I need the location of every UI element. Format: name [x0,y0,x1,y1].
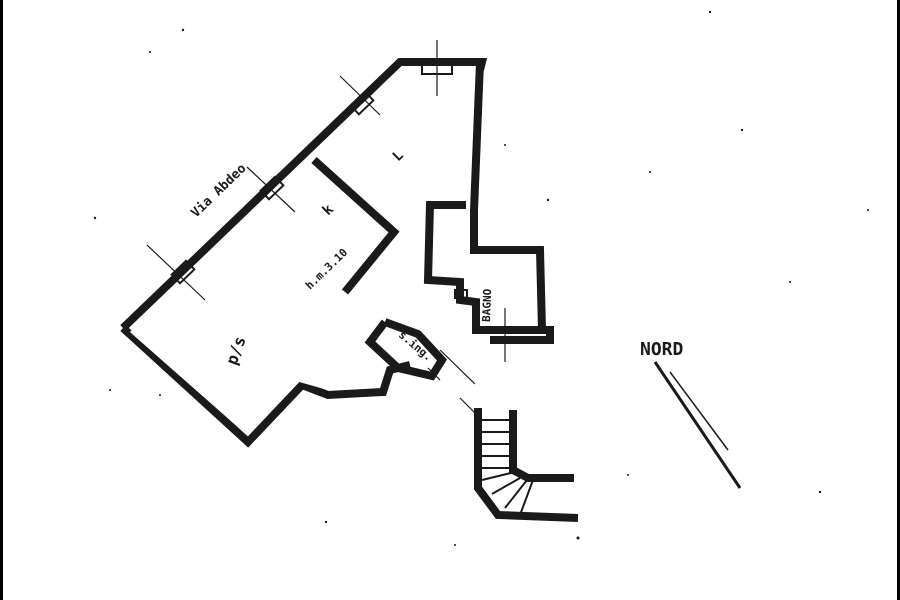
scan-border-left [0,0,3,600]
bathroom-fixture [454,289,468,299]
scan-border-right [897,0,900,600]
north-west-wall [120,58,488,331]
speckle [708,10,712,14]
stair-inner [509,410,574,482]
staircase [459,397,579,522]
speckle [627,474,629,476]
speckle [818,490,822,494]
room-k-partition [311,157,400,295]
window-marks [146,40,453,301]
axis-1 [146,244,206,301]
window-3 [349,90,375,116]
speckle [576,536,580,540]
north-arrow: NORD [640,339,742,489]
speckle [546,198,550,202]
entrance-door-swing [427,367,441,381]
north-arrow-line [653,361,742,489]
window-1 [170,259,196,285]
stair-axis [459,397,479,417]
speckle [109,389,111,391]
speckle [454,544,456,546]
bathroom-block [423,201,554,362]
speckle [149,51,151,53]
room-height-label: h.m.3.10 [303,246,350,292]
outer-walls [120,58,546,448]
stair-step [481,471,516,481]
north-arrow-line-2 [669,371,729,451]
south-wall [120,325,411,448]
window-2 [259,175,285,201]
bathroom-walls [423,201,554,344]
speckle [504,144,506,146]
entrance-block [364,318,476,385]
stair-step [504,479,528,509]
entrance-axis [439,349,476,385]
axis-2 [246,166,296,213]
axis-3 [339,75,381,116]
stair-outer [474,408,579,522]
room-k-wall [311,157,400,295]
room-ps-label: p/s [222,334,250,368]
speckle [649,171,651,173]
room-l-label: L [390,148,407,165]
speckle [324,520,328,524]
north-west-wall-inner [129,68,476,330]
speckle [789,281,791,283]
speckle [181,28,185,32]
speckle [867,209,869,211]
stair-step [491,477,521,495]
speckle [740,128,744,132]
east-wall [470,61,546,331]
bathroom-label: BAGNO [480,288,494,322]
entrance-walls [364,318,448,381]
south-wall-inner [130,329,379,437]
room-k-label: k [320,201,338,219]
speckle [93,216,97,220]
stair-step [519,479,534,516]
north-label: NORD [640,339,684,360]
speckle [159,394,161,396]
scan-speckles [93,10,869,546]
